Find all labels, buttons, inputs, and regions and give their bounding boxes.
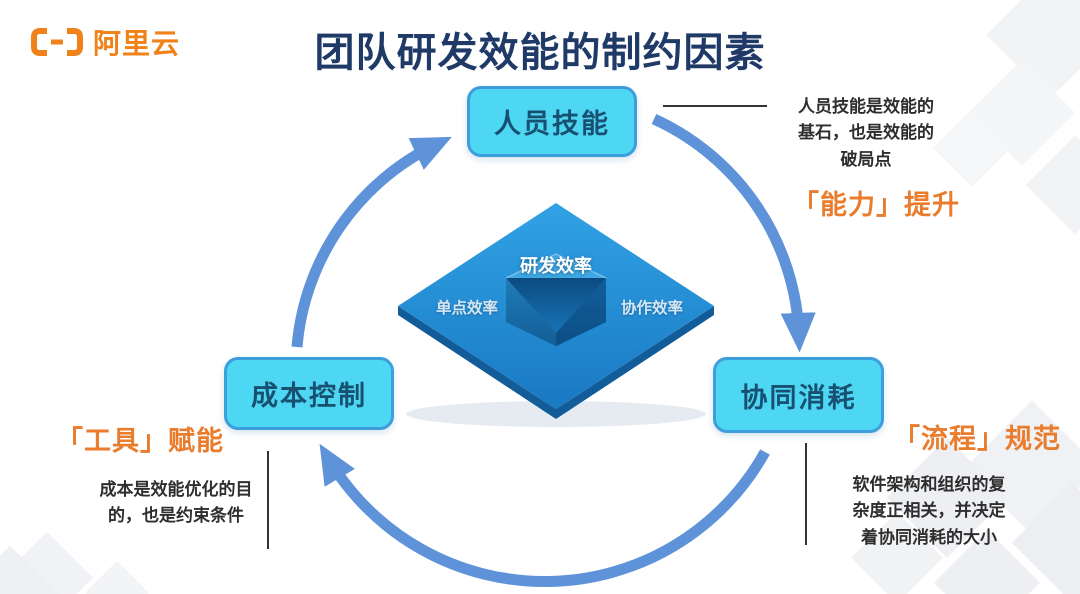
node-personnel-skills: 人员技能 (467, 86, 637, 157)
page-title: 团队研发效能的制约因素 (314, 31, 766, 75)
node-cost-control-label: 成本控制 (251, 381, 367, 411)
node-collaboration-overhead-label: 协同消耗 (740, 382, 857, 413)
center-diamond (398, 203, 714, 427)
node-personnel-skills-label: 人员技能 (494, 109, 610, 139)
cycle-arrow-collab-to-cost (319, 443, 770, 587)
alibaba-cloud-logo-icon (31, 28, 83, 56)
brand-name: 阿里云 (93, 28, 181, 59)
node-collaboration-overhead: 协同消耗 (713, 357, 884, 433)
callout-note-collaboration: 软件架构和组织的复杂度正相关，并决定着协同消耗的大小 (852, 475, 1006, 547)
cycle-arrow-skills-to-collab (651, 113, 816, 353)
node-cost-control: 成本控制 (224, 357, 394, 430)
callout-connectors (267, 105, 807, 549)
cycle-arrow-cost-to-skills (291, 136, 452, 348)
callout-note-skills: 人员技能是效能的基石，也是效能的破局点 (798, 97, 934, 169)
tag-tool-empowerment: 「工具」赋能 (56, 426, 224, 456)
center-label-collaboration-efficiency: 协作效率 (620, 300, 683, 317)
center-cube (505, 253, 607, 346)
center-label-rd-efficiency: 研发效率 (520, 256, 592, 276)
alibaba-cloud-logo: 阿里云 (30, 22, 180, 62)
center-label-single-point-efficiency: 单点效率 (435, 300, 498, 317)
tag-capability-improvement: 「能力」提升 (792, 190, 960, 220)
tag-process-standardization: 「流程」规范 (893, 424, 1061, 454)
callout-note-cost: 成本是效能优化的目的，也是约束条件 (99, 480, 253, 526)
cycle-arrows (291, 113, 816, 587)
